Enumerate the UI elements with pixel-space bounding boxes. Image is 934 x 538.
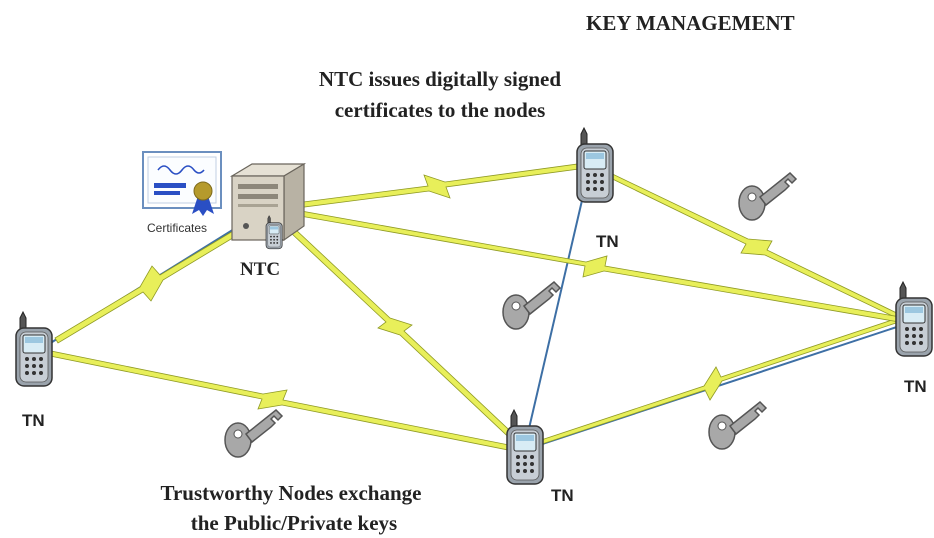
key-icon bbox=[738, 172, 797, 221]
tn-left-label: TN bbox=[22, 411, 45, 430]
tn-top-phone-icon bbox=[576, 127, 614, 203]
bolt-ntc-tn-top bbox=[279, 162, 587, 211]
key-icon bbox=[224, 409, 283, 458]
tn-top-label: TN bbox=[596, 232, 619, 251]
ntc-server-icon bbox=[229, 162, 307, 250]
caption-top-line2: certificates to the nodes bbox=[335, 98, 546, 122]
tn-right-label: TN bbox=[904, 377, 927, 396]
bolt-ntc-tn-right bbox=[299, 210, 907, 324]
caption-bottom-line2: the Public/Private keys bbox=[191, 511, 397, 535]
key-icon bbox=[708, 401, 767, 450]
diagram-title: KEY MANAGEMENT bbox=[586, 11, 795, 35]
ntc-label: NTC bbox=[240, 259, 280, 280]
wireless-bolts bbox=[49, 162, 908, 453]
tn-right-phone-icon bbox=[895, 281, 933, 357]
caption-bottom-line1: Trustworthy Nodes exchange bbox=[161, 481, 422, 505]
tn-bottom-label: TN bbox=[551, 486, 574, 505]
tn-bottom-phone-icon bbox=[506, 409, 544, 485]
bolt-tn-left-tn-bottom bbox=[49, 350, 520, 453]
certificate-icon bbox=[142, 151, 222, 216]
key-icon bbox=[502, 281, 561, 330]
certificates-label: Certificates bbox=[147, 221, 207, 235]
tn-left-phone-icon bbox=[15, 311, 53, 387]
caption-top-line1: NTC issues digitally signed bbox=[319, 67, 561, 91]
link-tn-top-tn-bottom bbox=[523, 165, 591, 451]
bolt-ntc-tn-left bbox=[54, 221, 252, 344]
